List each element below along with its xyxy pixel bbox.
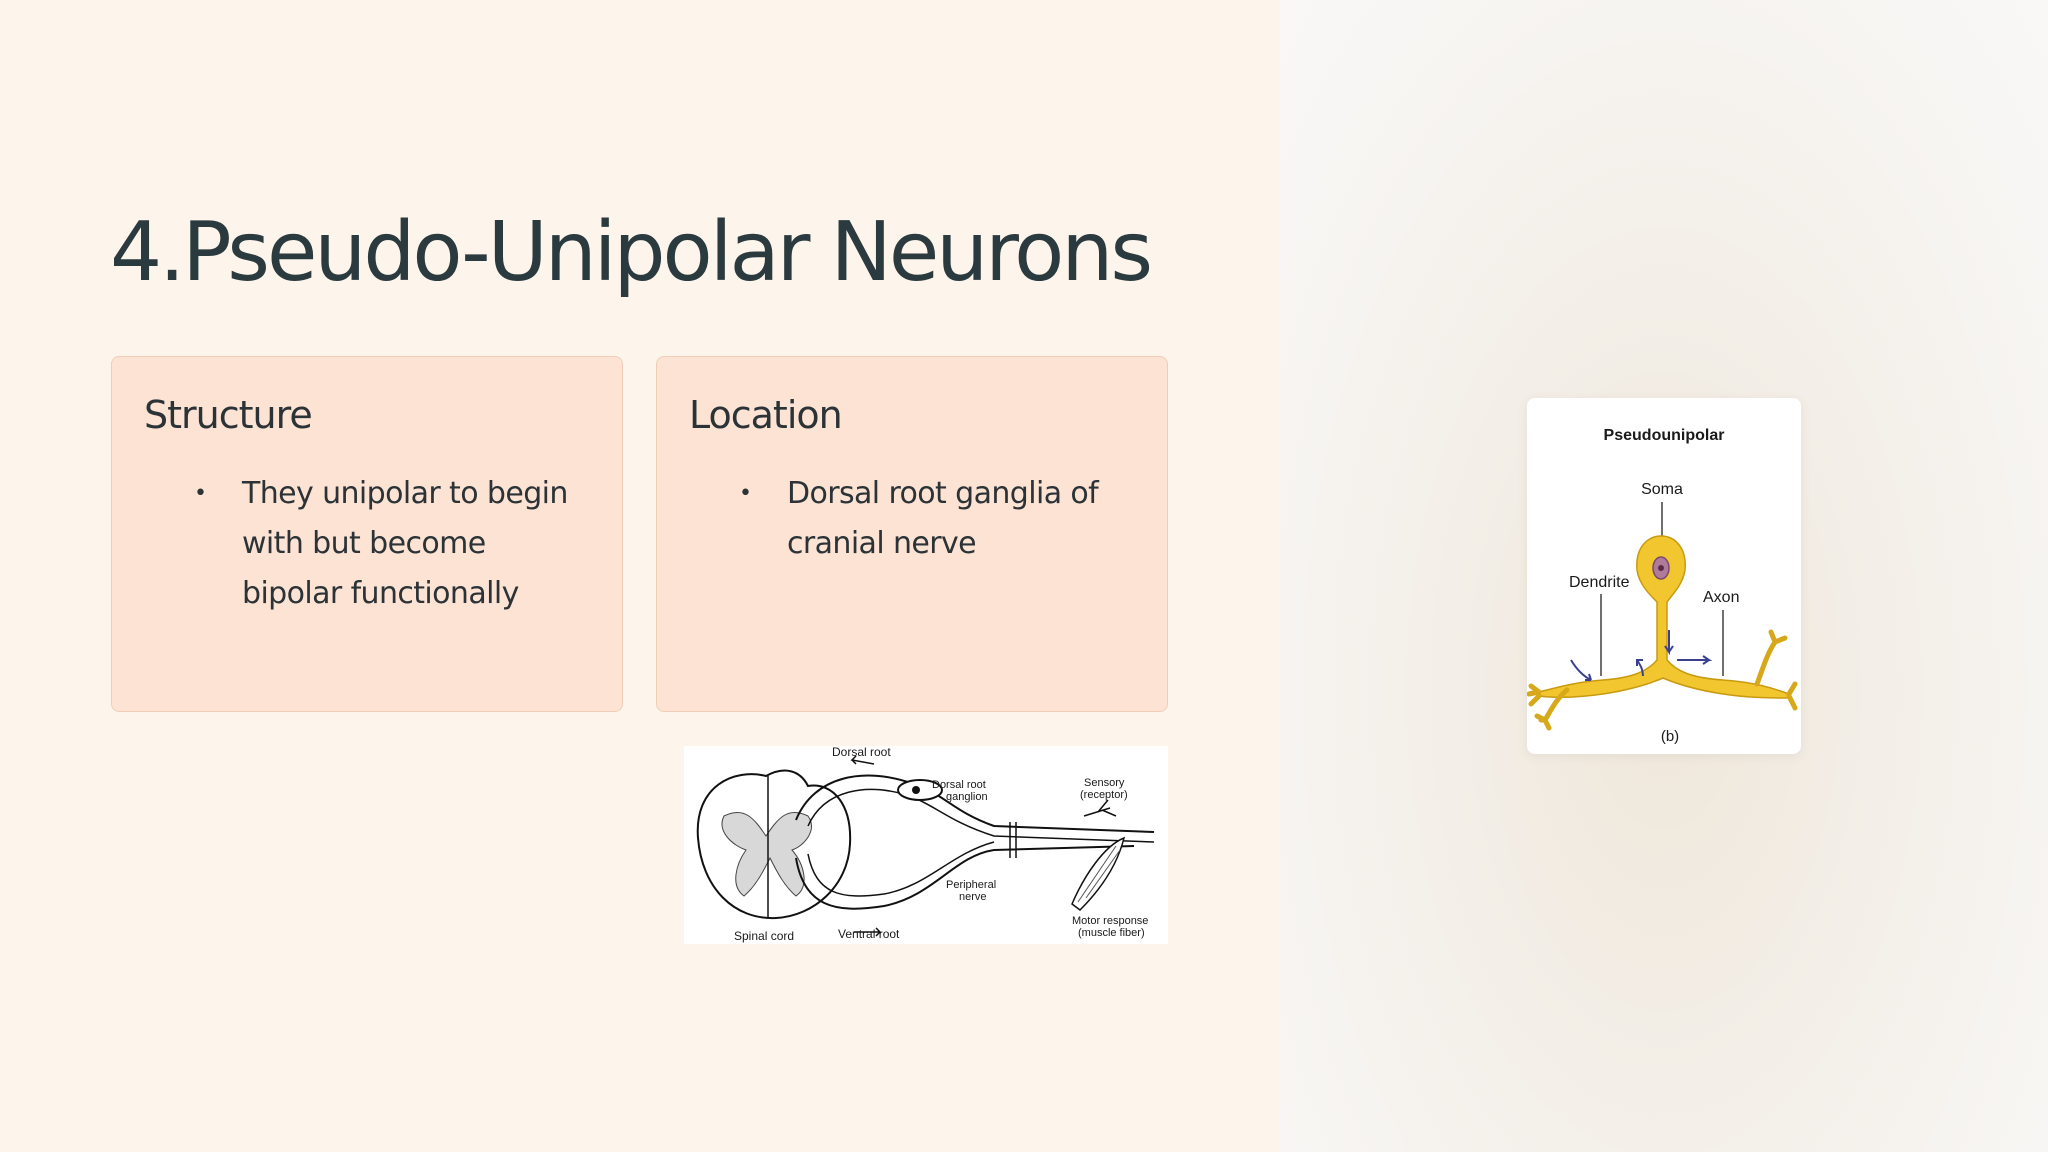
label-motor-1: Motor response [1072,915,1148,927]
label-axon: Axon [1703,589,1739,606]
location-heading: Location [689,393,843,437]
spinal-cord-diagram-svg: Dorsal root Dorsal root ganglion Sensory… [696,745,1155,943]
location-card: Location • Dorsal root ganglia of crania… [656,356,1168,712]
nucleolus-shape [1658,565,1664,571]
pseudounipolar-figure-card: Pseudounipolar Soma Dendrite Axon (b) [1526,398,1801,754]
spinal-cord-diagram: Dorsal root Dorsal root ganglion Sensory… [684,745,1168,944]
label-ventral-root: Ventral root [838,927,900,941]
structure-heading: Structure [144,393,313,437]
signal-arrow-icon [1570,659,1592,681]
grey-matter-shape [721,811,812,897]
bullet-dot-icon: • [194,481,207,506]
label-spinal-cord: Spinal cord [734,929,794,943]
signal-arrow-icon [1636,659,1644,677]
label-dorsal-root: Dorsal root [832,746,891,759]
receptor-branch [1083,799,1117,817]
structure-bullet: • They unipolar to begin with but become… [144,469,584,619]
axon-branch-shape [1754,629,1798,711]
dendrite-branch-shape [1526,683,1570,731]
location-bullet-text: Dorsal root ganglia of cranial nerve [787,476,1099,561]
signal-arrow-icon [1664,630,1674,656]
label-peripheral-2: nerve [959,891,987,903]
label-drg-1: Dorsal root [932,779,986,791]
location-bullet-list: • Dorsal root ganglia of cranial nerve [689,469,1129,569]
structure-bullet-list: • They unipolar to begin with but become… [144,469,584,619]
signal-arrow-icon [1677,655,1713,665]
slide-title: 4.Pseudo-Unipolar Neurons [110,205,1153,300]
structure-card: Structure • They unipolar to begin with … [111,356,623,712]
ganglion-cell-body [912,786,920,794]
label-dendrite: Dendrite [1569,574,1630,591]
dorsal-arrow-icon [850,755,875,765]
label-peripheral-1: Peripheral [946,879,996,891]
ventral-arrow-icon [854,927,882,937]
label-sensory-2: (receptor) [1080,789,1128,801]
figure-title: Pseudounipolar [1604,427,1725,444]
structure-bullet-text: They unipolar to begin with but become b… [242,476,568,611]
label-motor-2: (muscle fiber) [1078,927,1145,939]
label-panel-b: (b) [1661,728,1679,745]
neuron-body-shape [1538,535,1790,699]
bullet-dot-icon: • [739,481,752,506]
label-drg-2: ganglion [946,791,988,803]
location-bullet: • Dorsal root ganglia of cranial nerve [689,469,1129,569]
label-sensory-1: Sensory [1084,777,1125,789]
ventral-loop-outer [795,845,1135,910]
ventral-loop-inner [807,841,995,897]
label-soma: Soma [1641,481,1683,498]
pseudounipolar-neuron-svg: Pseudounipolar Soma Dendrite Axon (b) [1526,427,1798,745]
muscle-striation [1077,845,1121,903]
